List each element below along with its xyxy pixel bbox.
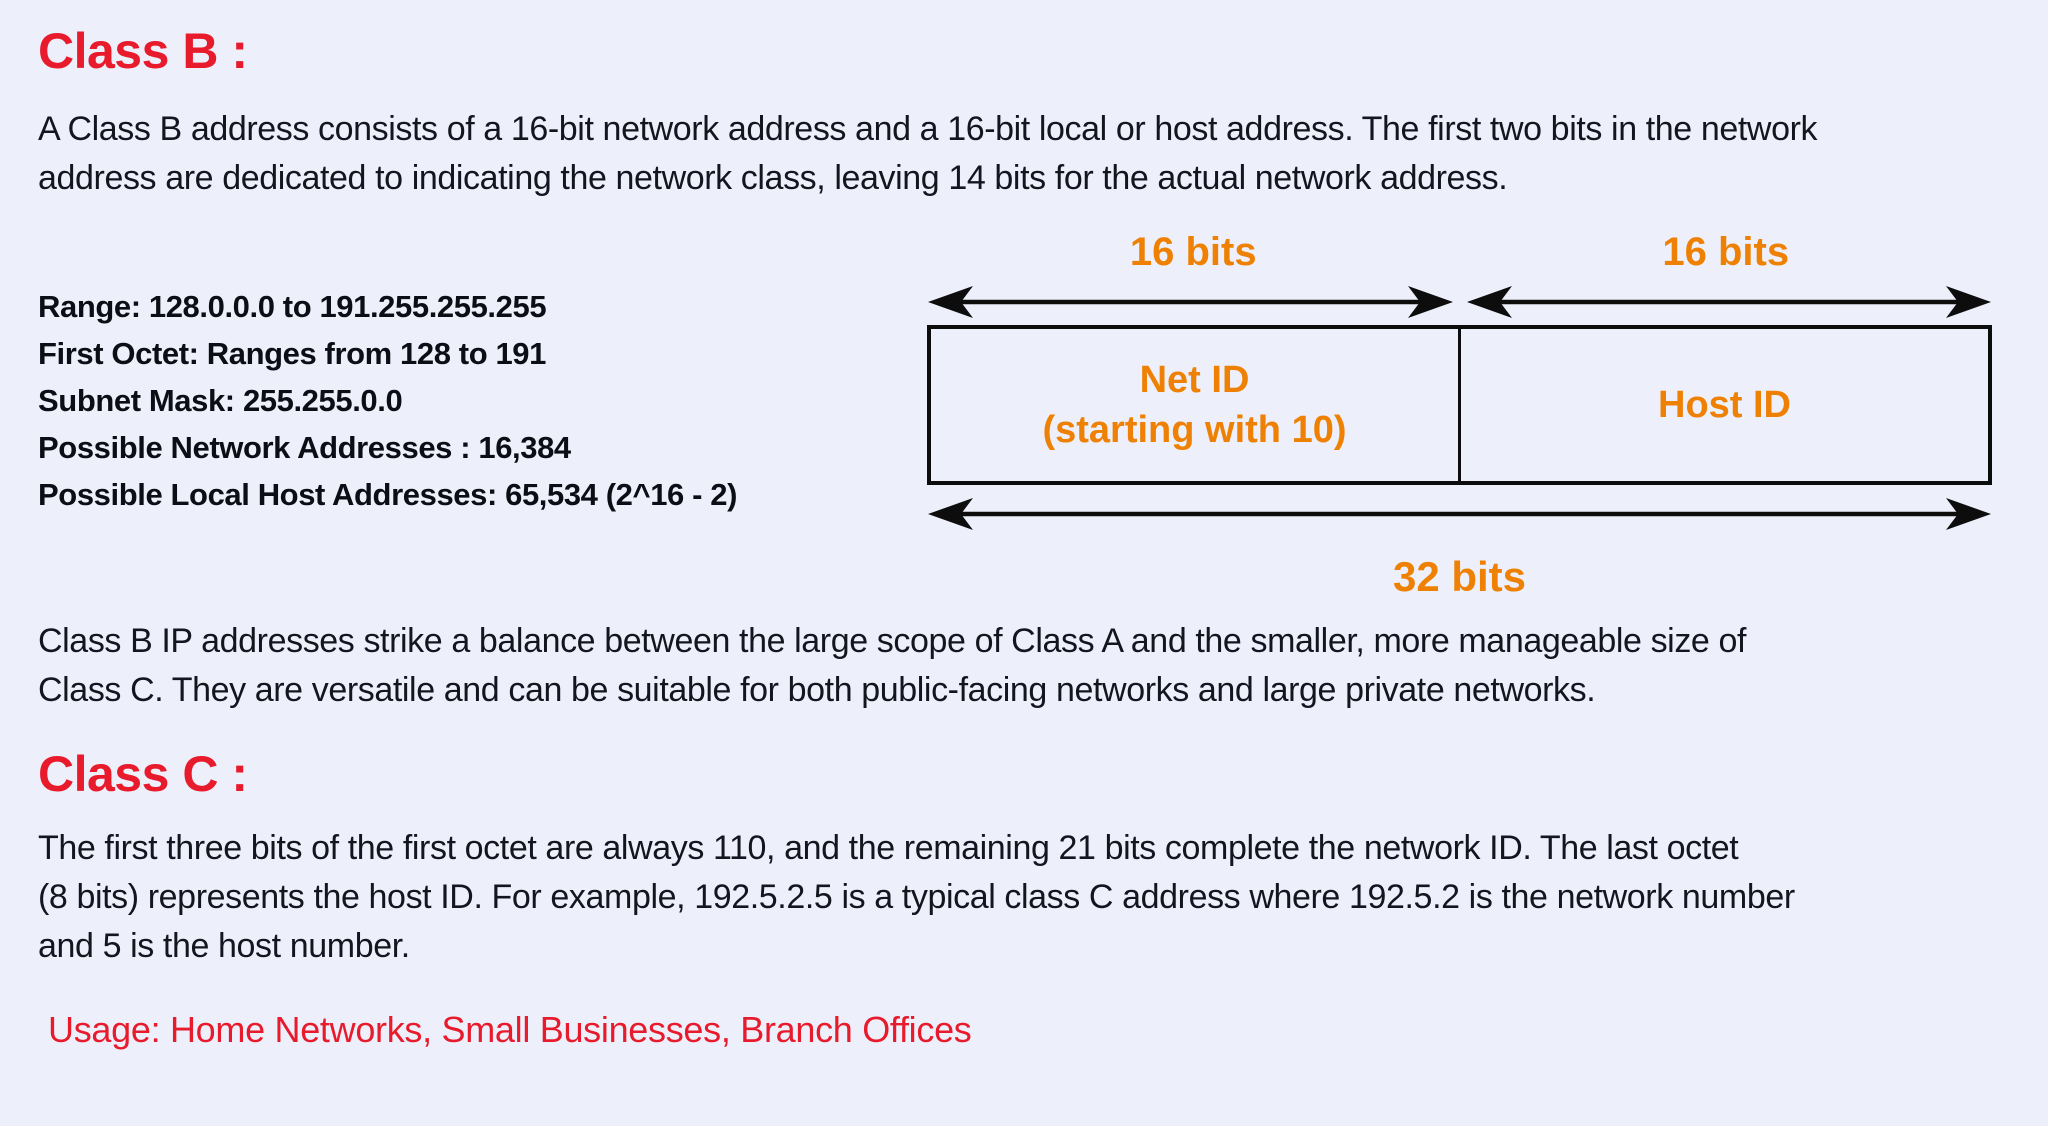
top-arrows-row xyxy=(927,285,1992,319)
bits-labels-row: 16 bits 16 bits xyxy=(927,229,1992,275)
bottom-arrow-row xyxy=(927,497,1992,531)
host-id-label: Host ID xyxy=(1658,384,1791,426)
host-id-cell: Host ID xyxy=(1458,329,1988,481)
class-b-intro-paragraph: A Class B address consists of a 16-bit n… xyxy=(38,110,1818,197)
double-arrow-bottom-icon xyxy=(928,498,1991,530)
class-c-usage-line: Usage: Home Networks, Small Businesses, … xyxy=(48,1009,972,1050)
stat-line-range: Range: 128.0.0.0 to 191.255.255.255 xyxy=(38,289,547,324)
double-arrow-left-icon xyxy=(928,286,1453,318)
net-id-cell: Net ID (starting with 10) xyxy=(931,329,1458,481)
class-b-summary-paragraph: Class B IP addresses strike a balance be… xyxy=(38,622,1747,709)
right-16-bits-label: 16 bits xyxy=(1662,230,1790,274)
class-b-stats-list: Range: 128.0.0.0 to 191.255.255.255 Firs… xyxy=(38,283,843,518)
class-b-heading: Class B : xyxy=(38,23,248,79)
stat-line-subnet-mask: Subnet Mask: 255.255.0.0 xyxy=(38,383,403,418)
stat-line-host-addresses: Possible Local Host Addresses: 65,534 (2… xyxy=(38,477,737,512)
address-structure-box: Net ID (starting with 10) Host ID xyxy=(927,325,1992,485)
32-bits-label: 32 bits xyxy=(1392,553,1527,600)
stat-line-network-addresses: Possible Network Addresses : 16,384 xyxy=(38,430,571,465)
double-arrow-right-icon xyxy=(1467,286,1991,318)
left-16-bits-label: 16 bits xyxy=(1129,230,1257,274)
document-page: Class B : A Class B address consists of … xyxy=(38,23,2018,1050)
class-c-paragraph: The first three bits of the first octet … xyxy=(38,829,1795,965)
net-id-sublabel: (starting with 10) xyxy=(1042,409,1347,451)
ip-structure-diagram: 16 bits 16 bits Net ID (startin xyxy=(927,229,1992,601)
stat-line-first-octet: First Octet: Ranges from 128 to 191 xyxy=(38,336,546,371)
class-b-details-row: Range: 128.0.0.0 to 191.255.255.255 Firs… xyxy=(38,229,2018,601)
net-id-label: Net ID xyxy=(1139,359,1250,401)
class-c-heading: Class C : xyxy=(38,746,248,802)
